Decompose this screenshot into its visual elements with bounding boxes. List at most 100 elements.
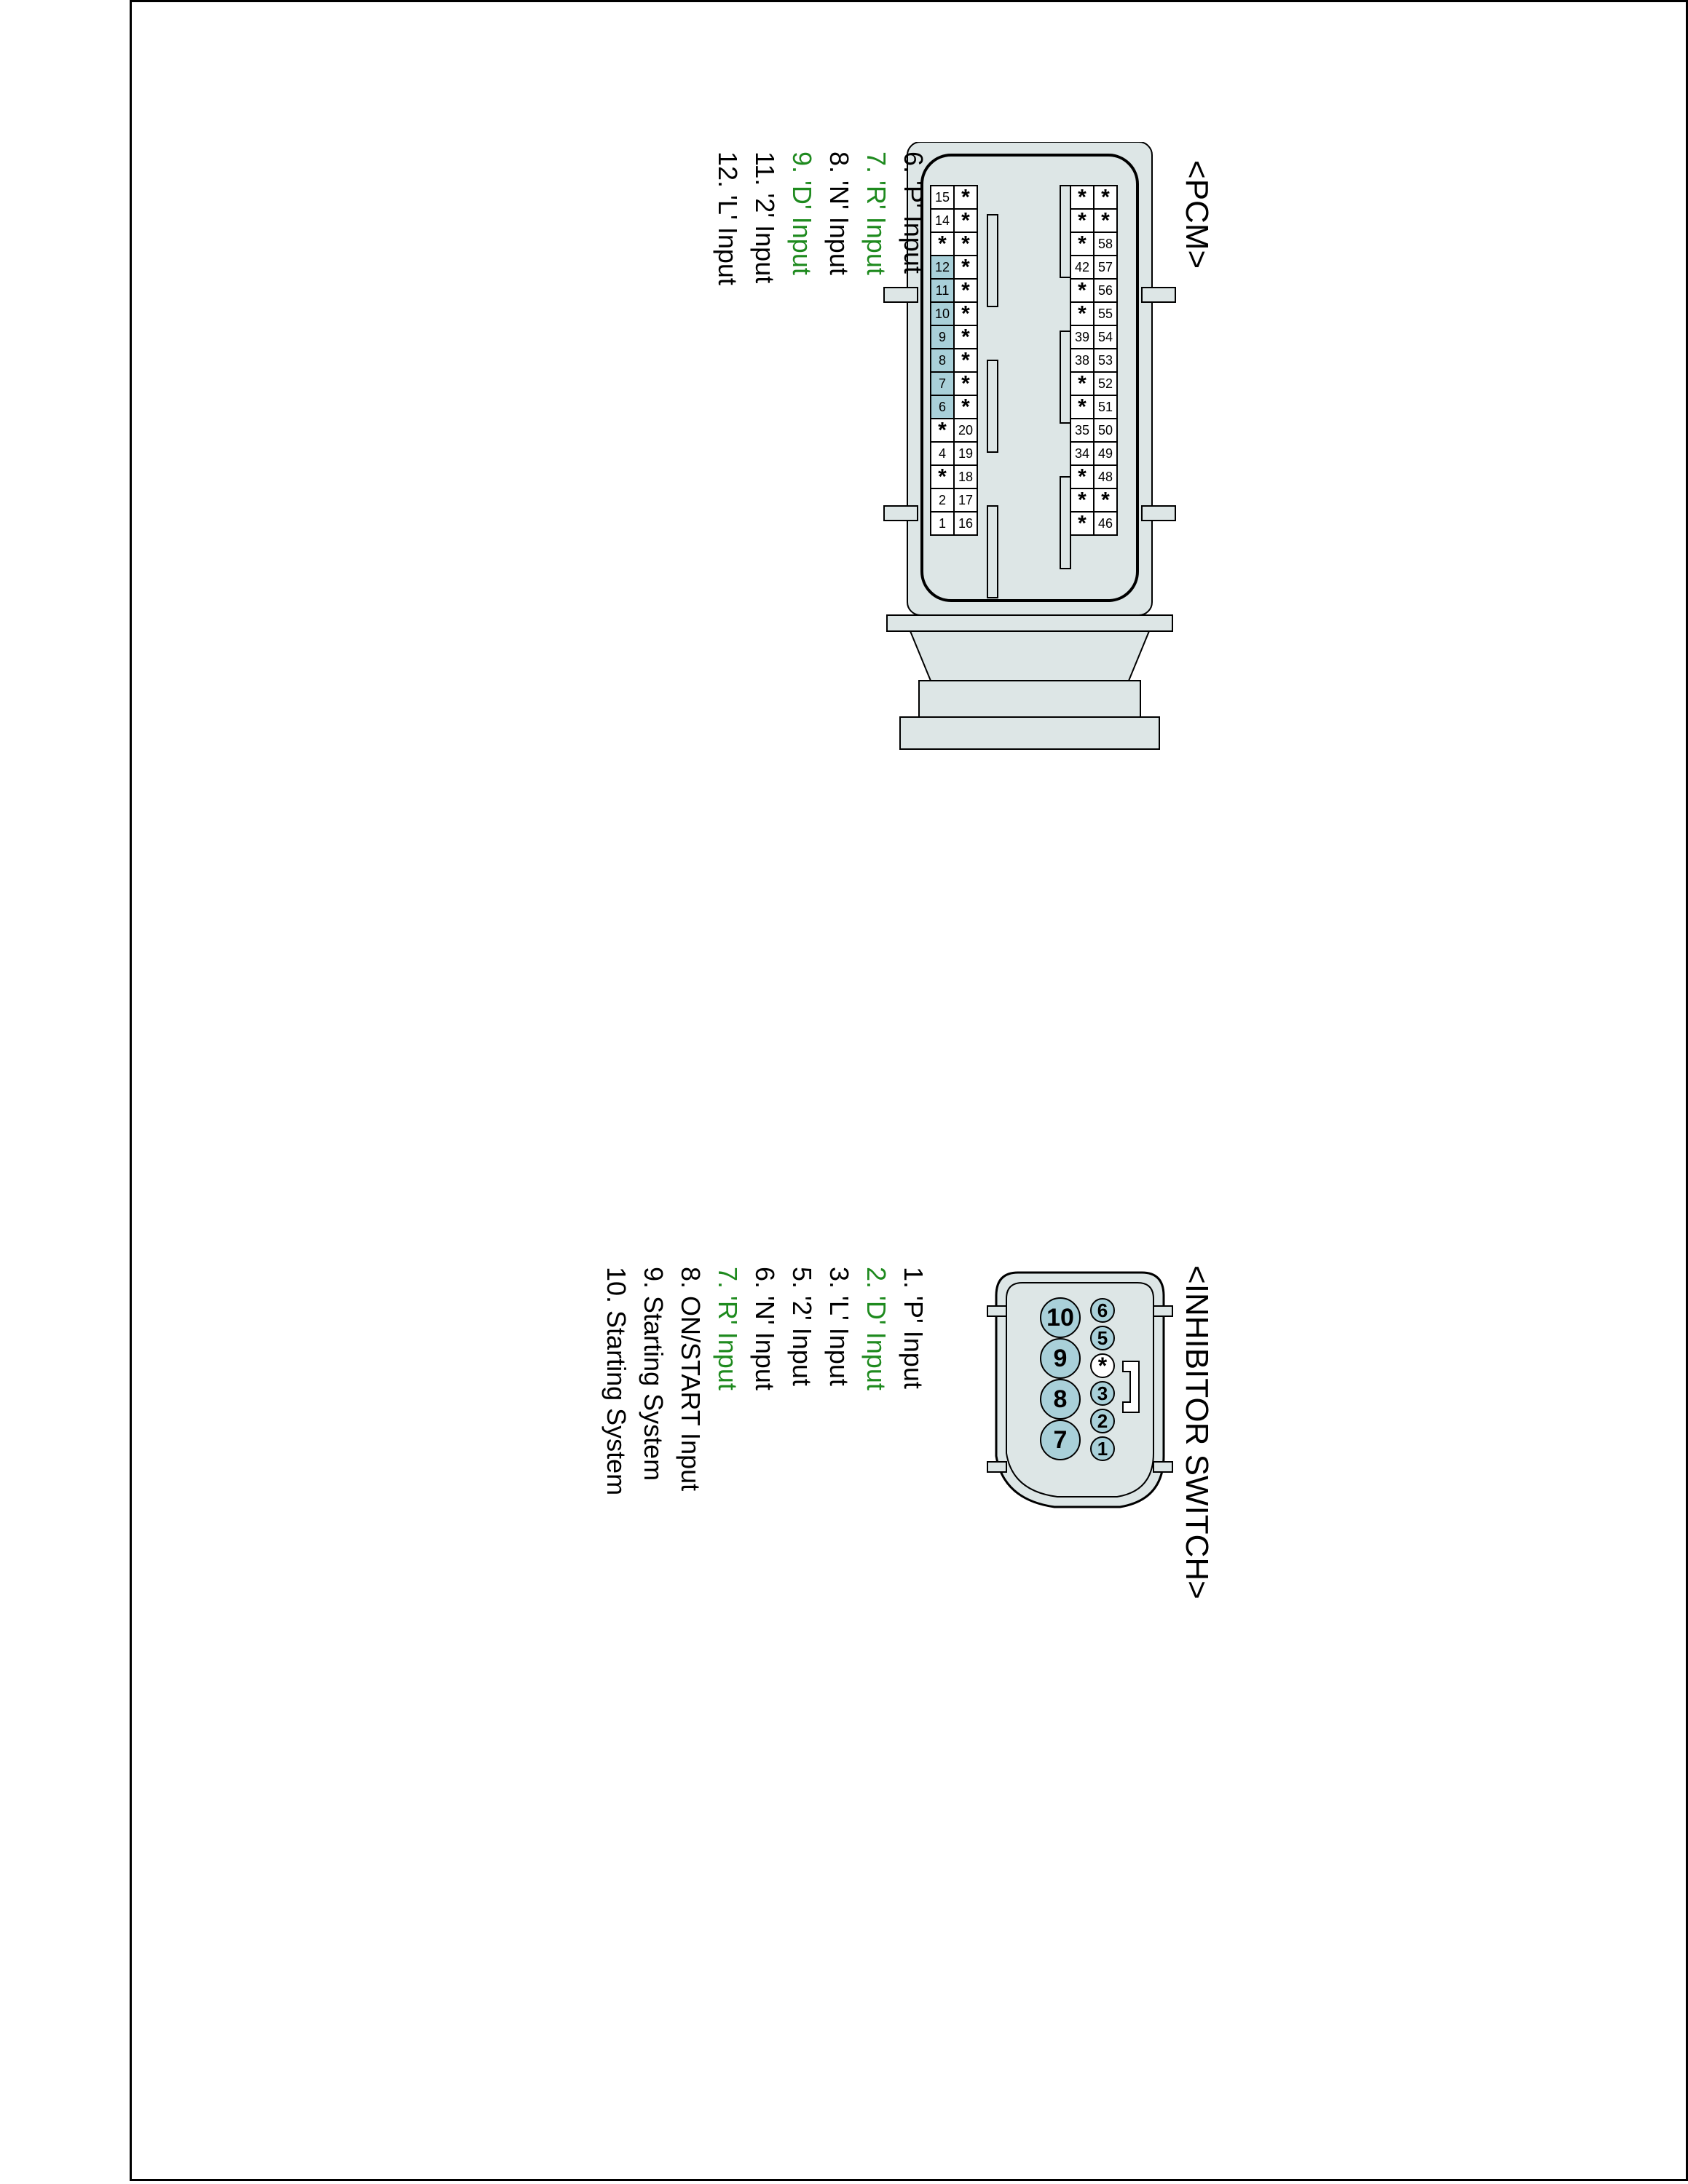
svg-text:35: 35 bbox=[1075, 423, 1089, 438]
svg-text:*: * bbox=[961, 232, 970, 256]
inhibitor-pin: 10 bbox=[1040, 1297, 1081, 1338]
svg-text:*: * bbox=[1078, 512, 1086, 536]
pcm-pin: 38 bbox=[1070, 348, 1095, 373]
pcm-pin: * bbox=[1070, 511, 1095, 536]
pcm-pin: 48 bbox=[1093, 464, 1118, 489]
inhibitor-pin: 3 bbox=[1090, 1381, 1115, 1406]
pcm-pin: * bbox=[953, 371, 978, 396]
inhibitor-legend-item: 7. 'R' Input bbox=[713, 1267, 743, 1390]
inhibitor-pin: * bbox=[1090, 1353, 1115, 1379]
inhibitor-side-rib bbox=[987, 1305, 1007, 1317]
pcm-pin: 35 bbox=[1070, 418, 1095, 443]
pcm-key-slot bbox=[1060, 331, 1071, 424]
inhibitor-legend-item: 1. 'P' Input bbox=[899, 1267, 928, 1389]
svg-text:*: * bbox=[1078, 302, 1086, 326]
svg-text:*: * bbox=[1078, 232, 1086, 256]
pcm-pin: 7 bbox=[930, 371, 955, 396]
pcm-pin: * bbox=[1070, 395, 1095, 419]
pcm-pin: 16 bbox=[953, 511, 978, 536]
pcm-pin: 58 bbox=[1093, 232, 1118, 256]
pcm-pin: 50 bbox=[1093, 418, 1118, 443]
svg-text:8: 8 bbox=[939, 353, 946, 368]
pcm-pin: 9 bbox=[930, 325, 955, 349]
pcm-pin: * bbox=[953, 185, 978, 210]
pcm-pin: * bbox=[953, 278, 978, 303]
pcm-pin: * bbox=[1070, 371, 1095, 396]
svg-text:*: * bbox=[961, 209, 970, 233]
pcm-pin: 14 bbox=[930, 208, 955, 233]
svg-text:*: * bbox=[961, 395, 970, 419]
svg-text:*: * bbox=[938, 419, 947, 443]
svg-text:7: 7 bbox=[1054, 1426, 1068, 1454]
pcm-pin: * bbox=[953, 208, 978, 233]
inhibitor-legend-item: 6. 'N' Input bbox=[750, 1267, 780, 1390]
svg-text:49: 49 bbox=[1098, 446, 1113, 461]
pcm-legend-item: 7. 'R' Input bbox=[861, 151, 891, 275]
pcm-pin: * bbox=[930, 418, 955, 443]
pcm-pin: 49 bbox=[1093, 441, 1118, 466]
inhibitor-switch-title: <INHIBITOR SWITCH> bbox=[1179, 1265, 1215, 1599]
svg-text:34: 34 bbox=[1075, 446, 1089, 461]
svg-text:18: 18 bbox=[958, 470, 973, 484]
pcm-pin: 34 bbox=[1070, 441, 1095, 466]
pcm-pin-grid: **5857565554535251504948*46***42**3938**… bbox=[930, 185, 1118, 536]
pcm-pin: 18 bbox=[953, 464, 978, 489]
svg-text:20: 20 bbox=[958, 423, 973, 438]
inhibitor-side-rib bbox=[1153, 1461, 1173, 1473]
svg-text:53: 53 bbox=[1098, 353, 1113, 368]
svg-text:50: 50 bbox=[1098, 423, 1113, 438]
svg-text:2: 2 bbox=[1097, 1410, 1108, 1432]
svg-text:10: 10 bbox=[935, 306, 950, 321]
pcm-legend-item: 6. 'P' Input bbox=[899, 151, 928, 274]
pcm-pin: * bbox=[953, 255, 978, 280]
svg-text:9: 9 bbox=[939, 330, 946, 344]
pcm-side-clip bbox=[883, 287, 918, 303]
svg-text:*: * bbox=[1078, 372, 1086, 396]
svg-text:2: 2 bbox=[939, 493, 946, 507]
pcm-pin: 19 bbox=[953, 441, 978, 466]
pcm-pin: * bbox=[1070, 232, 1095, 256]
pcm-pin: 53 bbox=[1093, 348, 1118, 373]
pcm-pin: 11 bbox=[930, 278, 955, 303]
inhibitor-legend-item: 9. Starting System bbox=[639, 1267, 669, 1481]
inhibitor-pin: 6 bbox=[1090, 1298, 1115, 1323]
pcm-pin: * bbox=[953, 348, 978, 373]
svg-text:55: 55 bbox=[1098, 306, 1113, 321]
pcm-pin: * bbox=[1093, 185, 1118, 210]
svg-text:48: 48 bbox=[1098, 470, 1113, 484]
svg-text:*: * bbox=[1101, 209, 1110, 233]
pcm-pin: 6 bbox=[930, 395, 955, 419]
svg-text:*: * bbox=[961, 325, 970, 349]
pcm-connector: **5857565554535251504948*46***42**3938**… bbox=[883, 142, 1176, 750]
svg-text:5: 5 bbox=[1097, 1327, 1108, 1349]
svg-text:*: * bbox=[1078, 186, 1086, 210]
pcm-pin: 57 bbox=[1093, 255, 1118, 280]
inhibitor-side-rib bbox=[1153, 1305, 1173, 1317]
pcm-key-slot bbox=[987, 360, 998, 453]
pcm-legend-item: 8. 'N' Input bbox=[824, 151, 854, 275]
svg-text:16: 16 bbox=[958, 516, 973, 531]
svg-text:52: 52 bbox=[1098, 376, 1113, 391]
svg-text:1: 1 bbox=[939, 516, 946, 531]
inhibitor-legend-item: 8. ON/START Input bbox=[676, 1267, 706, 1492]
inhibitor-legend-item: 5. '2' Input bbox=[787, 1267, 817, 1386]
svg-text:*: * bbox=[1098, 1353, 1108, 1379]
svg-text:*: * bbox=[1078, 488, 1086, 513]
pcm-shroud bbox=[920, 154, 1139, 602]
svg-text:9: 9 bbox=[1054, 1345, 1068, 1372]
pcm-pin: * bbox=[1070, 464, 1095, 489]
svg-text:*: * bbox=[1078, 465, 1086, 489]
inhibitor-inner-rim bbox=[1006, 1282, 1154, 1497]
pcm-legend-item: 9. 'D' Input bbox=[787, 151, 817, 275]
pcm-side-clip bbox=[1141, 505, 1176, 521]
svg-text:*: * bbox=[961, 186, 970, 210]
svg-text:12: 12 bbox=[935, 260, 950, 274]
inhibitor-legend-item: 3. 'L' Input bbox=[824, 1267, 854, 1386]
inhibitor-legend-item: 10. Starting System bbox=[602, 1267, 631, 1496]
inhibitor-pin: 1 bbox=[1090, 1436, 1115, 1461]
svg-text:*: * bbox=[938, 232, 947, 256]
svg-text:1: 1 bbox=[1097, 1438, 1108, 1460]
pcm-pin: * bbox=[1093, 488, 1118, 513]
